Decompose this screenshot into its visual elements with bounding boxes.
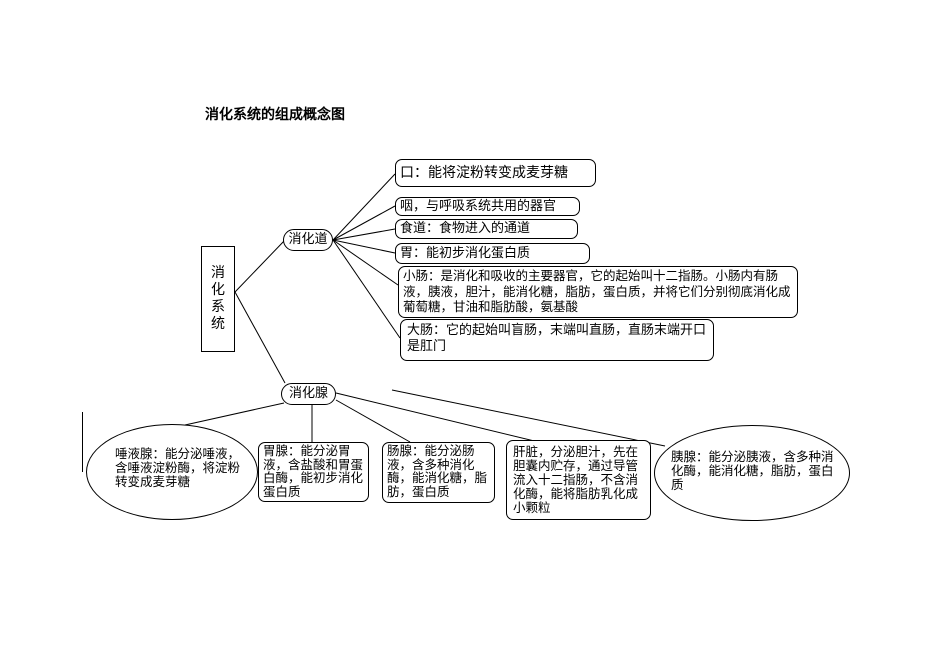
- organ-large-intestine: 大肠：它的起始叫盲肠，末端叫直肠，直肠末端开口是肛门: [400, 319, 714, 361]
- organ-mouth: 口：能将淀粉转变成麦芽糖: [395, 159, 596, 187]
- root-char: 化: [211, 282, 225, 298]
- edge-root-glands: [234, 291, 286, 384]
- edge-glands-liver: [335, 392, 556, 447]
- edge-glands-pancreas: [391, 389, 666, 447]
- edge-tract-mouth: [332, 173, 396, 241]
- edge-tract-stomach: [332, 239, 396, 254]
- gland-pancreas: 胰腺：能分泌胰液，含多种消化酶，能消化糖，脂肪，蛋白质: [654, 425, 850, 521]
- gland-gastric: 胃腺：能分泌胃液，含盐酸和胃蛋白酶，能初步消化蛋白质: [258, 442, 369, 502]
- organ-stomach: 胃：能初步消化蛋白质: [395, 243, 590, 264]
- edge-tract-esophagus: [332, 228, 396, 241]
- digestive-glands-node: 消化腺: [281, 383, 336, 405]
- edge-glands-salivary: [184, 402, 285, 426]
- edge-glands-intestinal: [335, 399, 411, 443]
- root-char: 系: [211, 299, 225, 315]
- root-char: 消: [211, 265, 225, 281]
- gland-liver: 肝脏，分泌胆汁，先在胆囊内贮存，通过导管流入十二指肠，不含消化酶，能将脂肪乳化成…: [506, 440, 651, 520]
- page-title: 消化系统的组成概念图: [205, 107, 345, 123]
- gland-salivary: 唾液腺：能分泌唾液，含唾液淀粉酶，将淀粉转变成麦芽糖: [86, 424, 258, 520]
- edge-tract-small-intestine: [332, 239, 399, 286]
- organ-small-intestine: 小肠：是消化和吸收的主要器官，它的起始叫十二指肠。小肠内有肠液，胰液，胆汁，能消…: [398, 266, 798, 318]
- edge-root-tract: [234, 239, 286, 293]
- organ-pharynx: 咽，与呼吸系统共用的器官: [395, 197, 580, 216]
- organ-esophagus: 食道：食物进入的通道: [395, 219, 578, 239]
- edge-tract-large-intestine: [332, 239, 401, 339]
- digestive-tract-node: 消化道: [283, 229, 333, 251]
- root-node: 消 化 系 统: [201, 246, 235, 352]
- root-char: 统: [211, 316, 225, 332]
- gland-intestinal: 肠腺：能分泌肠液，含多种消化酶，能消化糖，脂肪，蛋白质: [382, 442, 495, 503]
- edge-tract-pharynx: [332, 205, 396, 241]
- edge-mark: [82, 412, 83, 472]
